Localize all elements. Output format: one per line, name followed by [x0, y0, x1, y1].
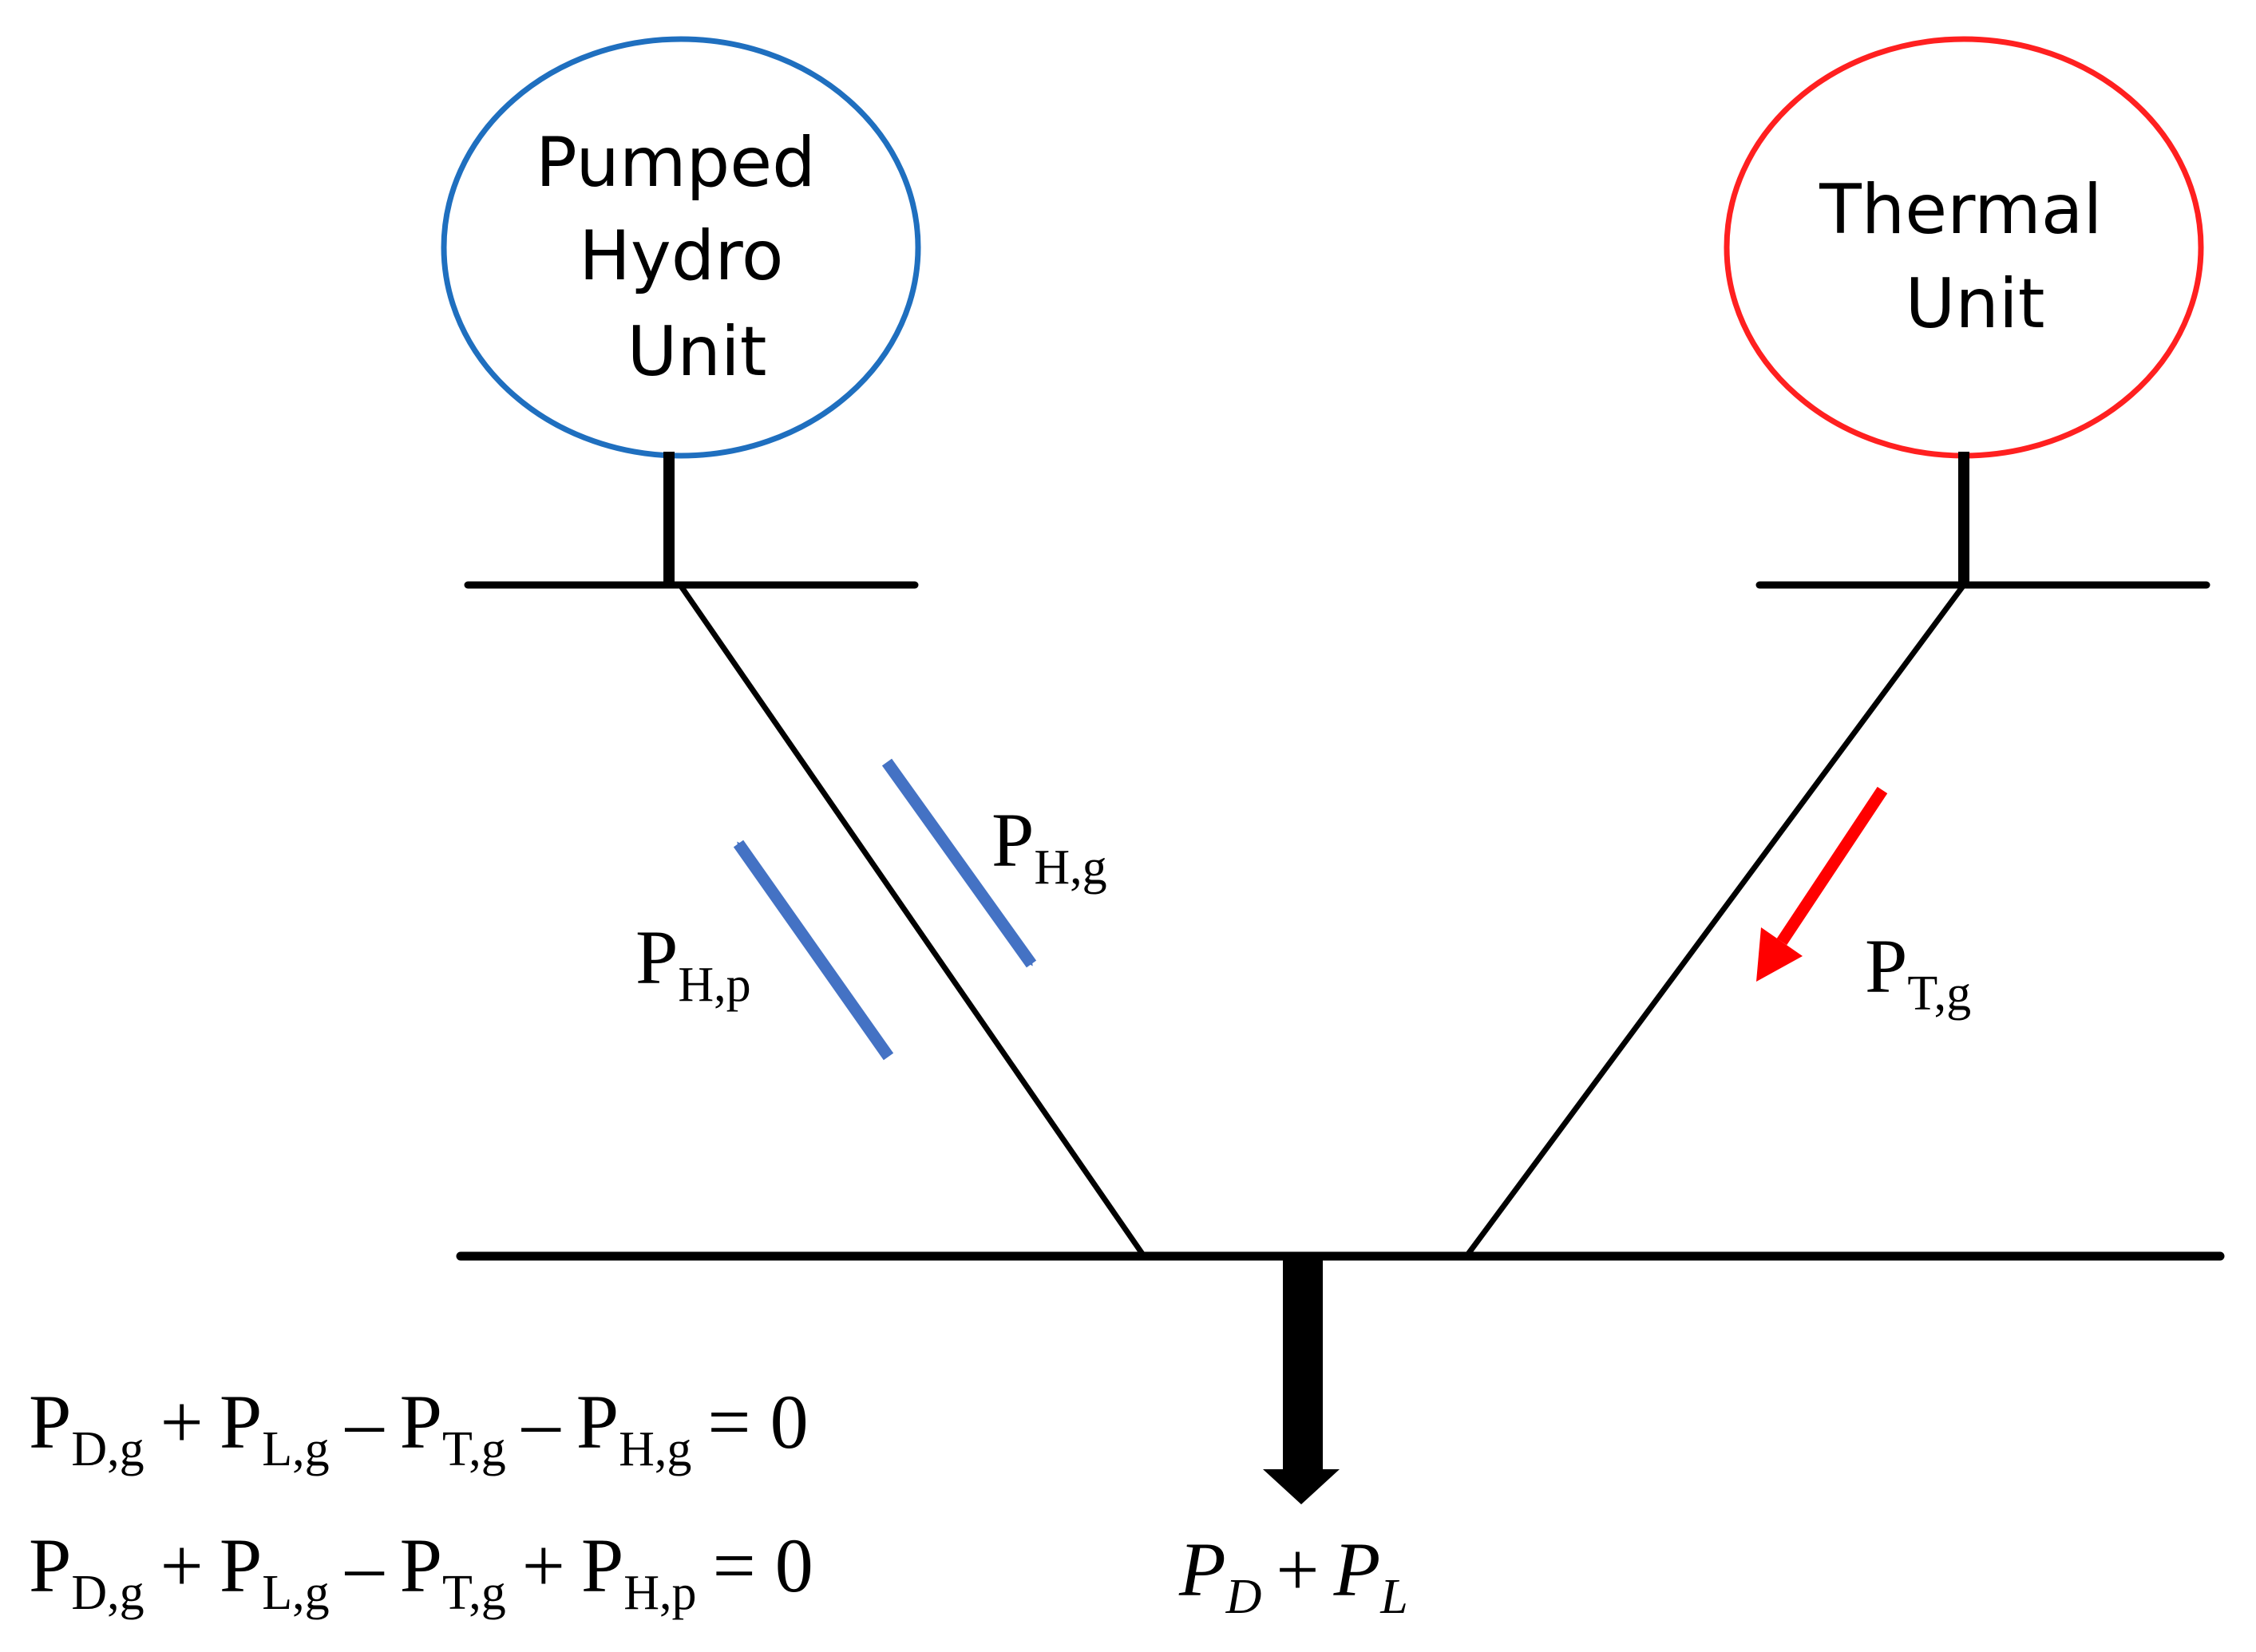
hydro-generate-label: PH,g	[991, 797, 1107, 895]
hydro-pump-label: PH,p	[635, 915, 751, 1012]
thermal-generate-arrow	[1756, 786, 1888, 982]
balance-equation-pumping: PD,g+PL,g–PT,g+PH,p= 0	[29, 1523, 813, 1620]
hydro-label-line3: Unit	[627, 312, 766, 392]
hydro-pump-arrow	[733, 840, 894, 1061]
svg-text:Thermal Unit: Thermal Unit	[1819, 170, 2124, 344]
balance-equation-generating: PD,g+PL,g–PT,g–PH,g= 0	[29, 1379, 809, 1476]
thermal-generate-label: PT,g	[1865, 923, 1971, 1021]
svg-text:Pumped Hydro Unit: Pumped Hydro Unit	[536, 123, 837, 392]
pumped-hydro-unit-circle	[441, 36, 921, 459]
hydro-transmission-line	[678, 583, 1146, 1258]
hydro-generate-arrow	[881, 758, 1037, 968]
load-arrow	[1263, 1259, 1340, 1504]
thermal-transmission-line	[1464, 583, 1966, 1259]
load-label: PD+PL	[1178, 1527, 1408, 1624]
hydro-label-line2: Hydro	[579, 216, 783, 296]
thermal-label-line2: Unit	[1905, 264, 2044, 344]
thermal-label-line1: Thermal	[1819, 170, 2102, 250]
hydro-label-line1: Pumped	[536, 123, 816, 203]
